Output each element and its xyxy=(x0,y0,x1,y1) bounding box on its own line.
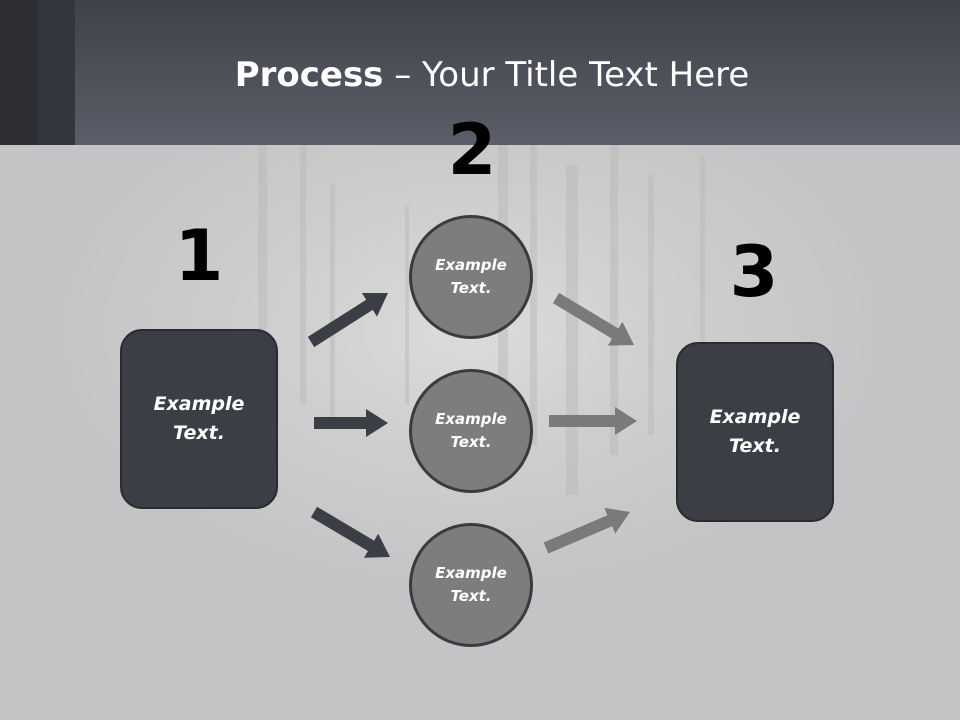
step-2-label-middle: Example Text. xyxy=(435,410,507,451)
arrow-1-to-2-middle xyxy=(314,409,388,437)
arrow-1-to-2-bottom xyxy=(310,506,390,558)
step-number-1: 1 xyxy=(174,215,224,297)
header-accent-bar xyxy=(38,0,75,145)
step-1-box: Example Text. xyxy=(120,329,278,509)
step-3-box: Example Text. xyxy=(676,342,834,522)
title-rest: – Your Title Text Here xyxy=(383,55,750,95)
step-2-circle-top: Example Text. xyxy=(409,215,533,339)
step-3-label: Example Text. xyxy=(709,406,801,457)
slide-title: Process – Your Title Text Here xyxy=(0,52,960,98)
light-arrow-group xyxy=(543,292,637,554)
step-number-2: 2 xyxy=(447,109,497,191)
title-bold: Process xyxy=(234,55,384,95)
arrow-1-to-2-top xyxy=(307,293,388,348)
header-accent-bar xyxy=(0,0,38,145)
title-bar xyxy=(0,0,960,145)
dark-arrow-group xyxy=(307,293,390,558)
arrow-2-top-to-3 xyxy=(552,292,634,346)
step-2-circle-middle: Example Text. xyxy=(409,369,533,493)
step-2-circle-bottom: Example Text. xyxy=(409,523,533,647)
arrow-2-middle-to-3 xyxy=(549,407,637,435)
step-2-label-bottom: Example Text. xyxy=(435,564,507,605)
step-1-label: Example Text. xyxy=(153,393,245,444)
step-2-label-top: Example Text. xyxy=(435,256,507,297)
arrow-2-bottom-to-3 xyxy=(543,507,630,554)
step-number-3: 3 xyxy=(729,231,779,313)
